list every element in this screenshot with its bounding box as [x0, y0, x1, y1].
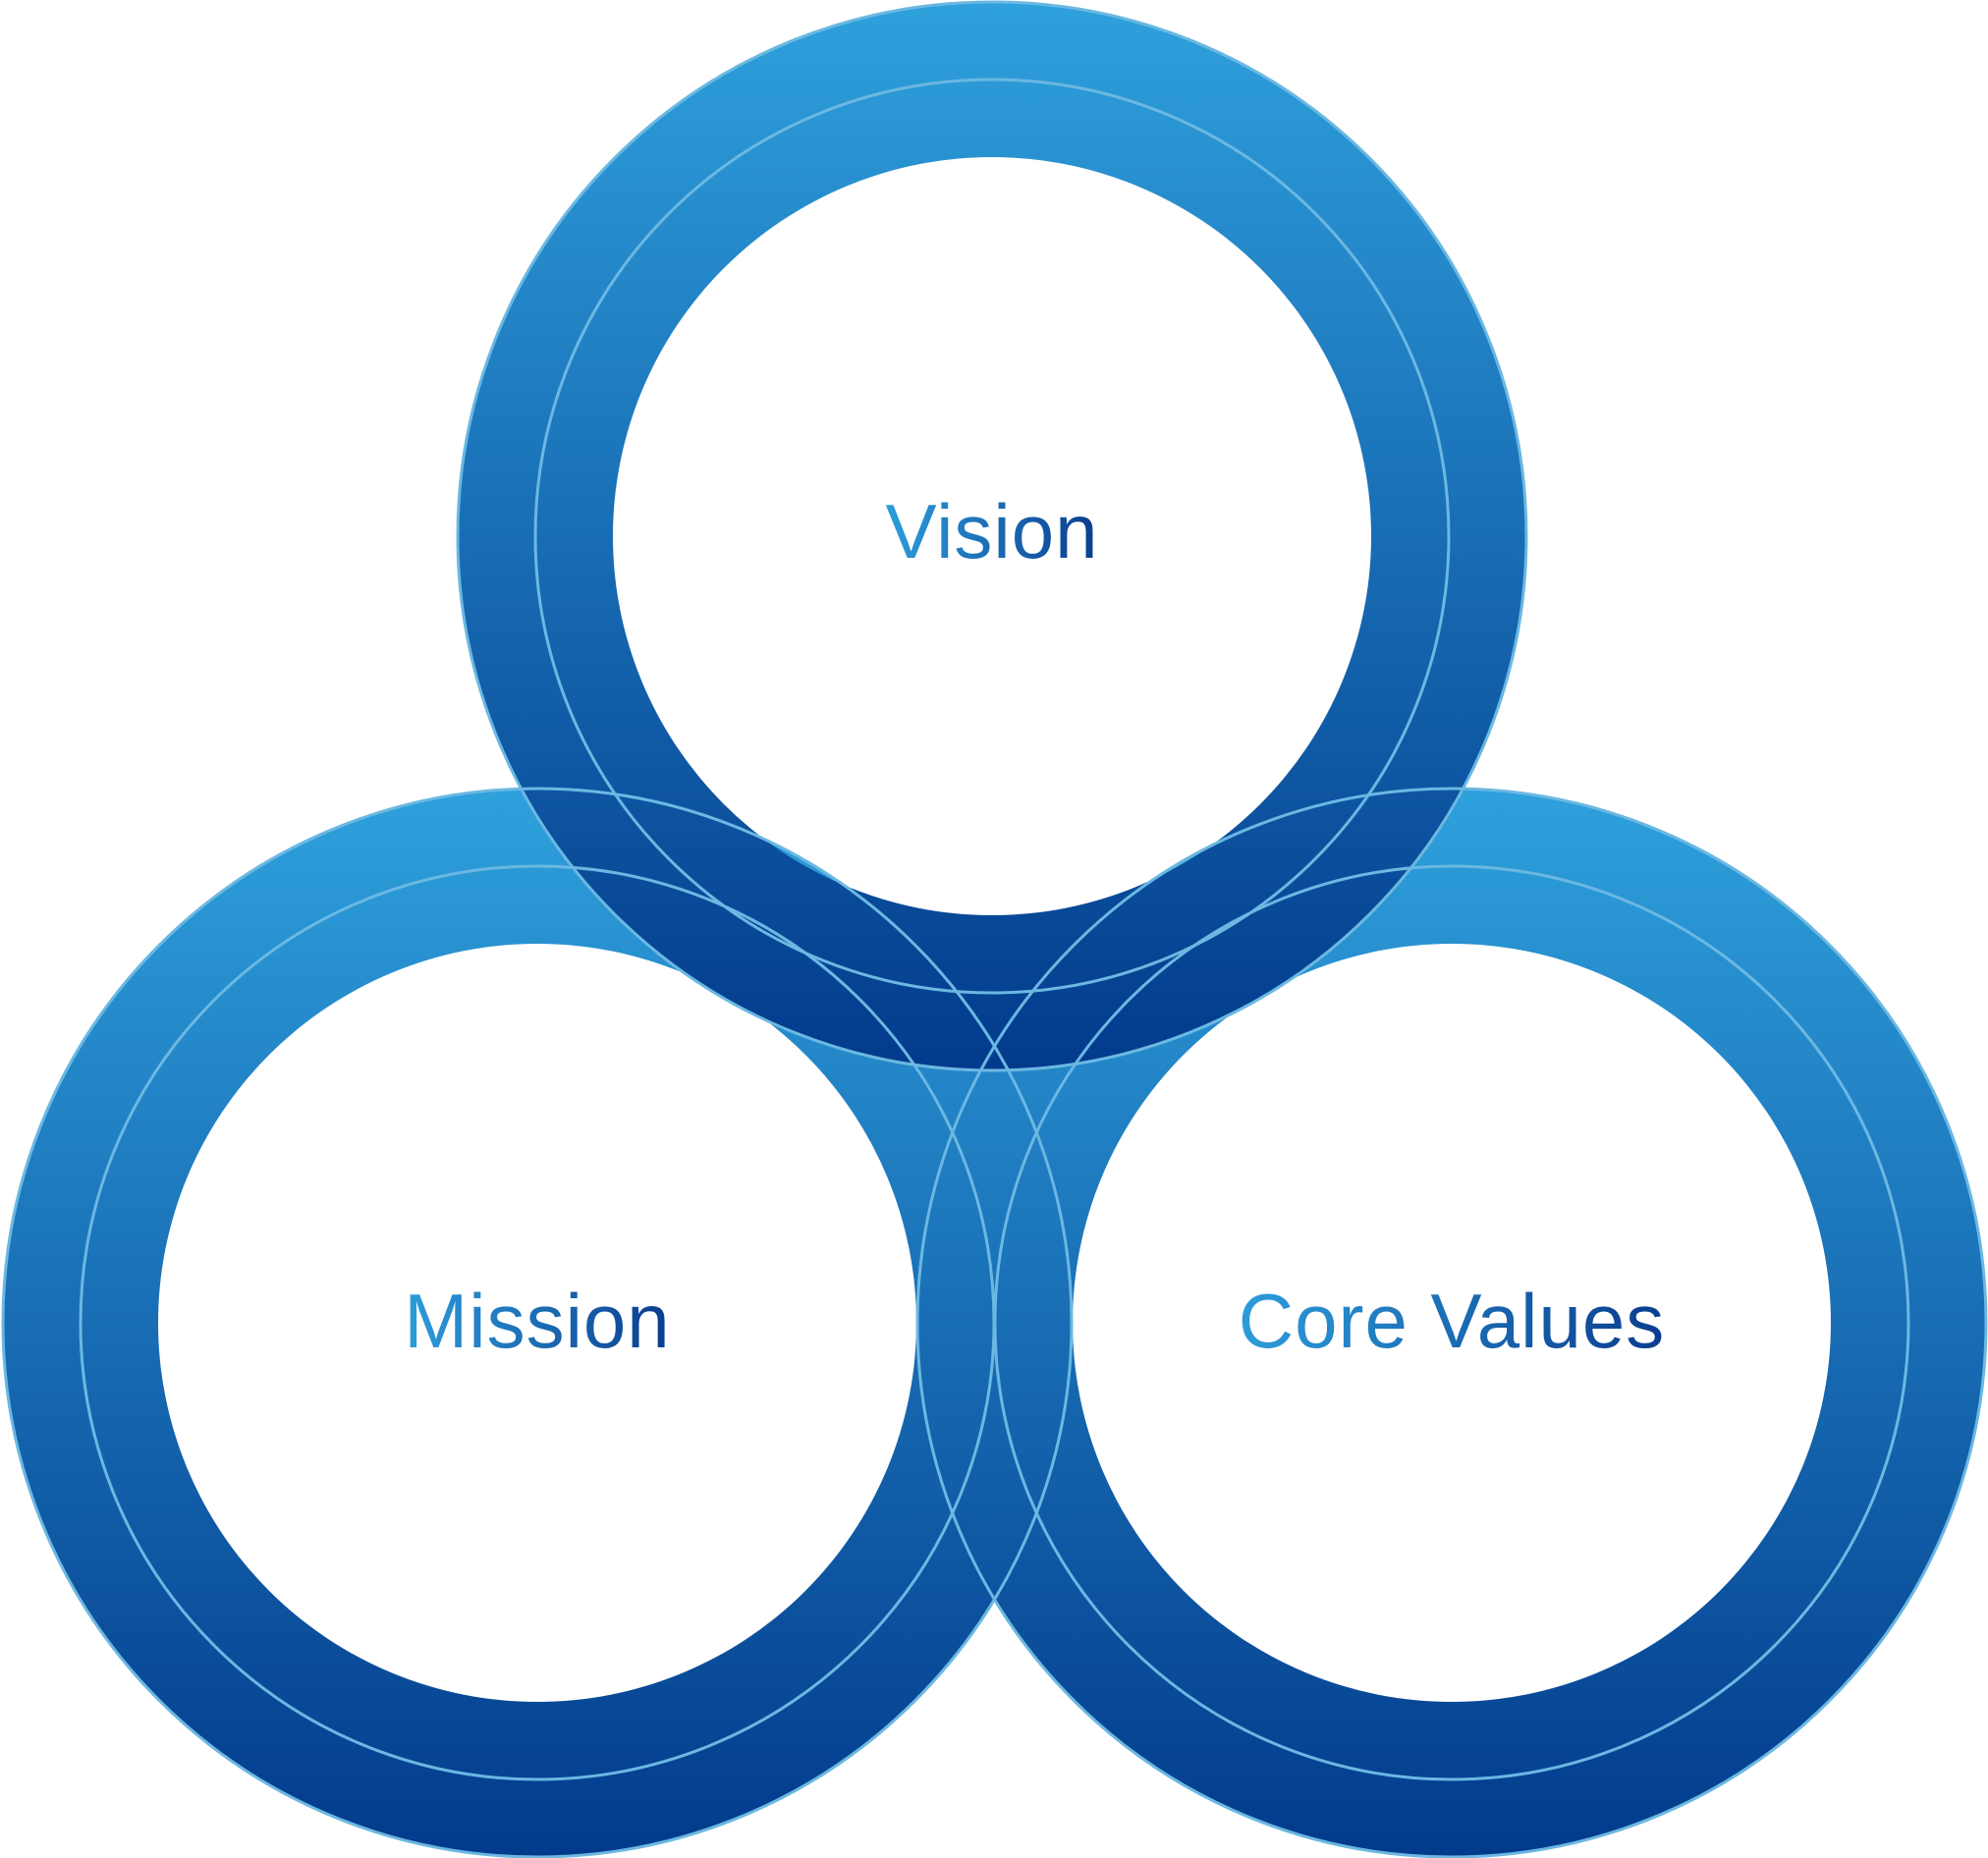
- label-core-values: Core Values: [1239, 1278, 1665, 1364]
- ring-vision: [452, 0, 1532, 1072]
- mission-outer-outline: [1, 787, 1074, 1858]
- vision-outer-outline: [456, 0, 1528, 1072]
- vision-mid-outline: [533, 78, 1451, 995]
- label-mission: Mission: [404, 1278, 670, 1364]
- core-values-outer-outline: [915, 787, 1988, 1858]
- label-vision: Vision: [885, 488, 1098, 574]
- core-values-mid-outline: [993, 864, 1910, 1781]
